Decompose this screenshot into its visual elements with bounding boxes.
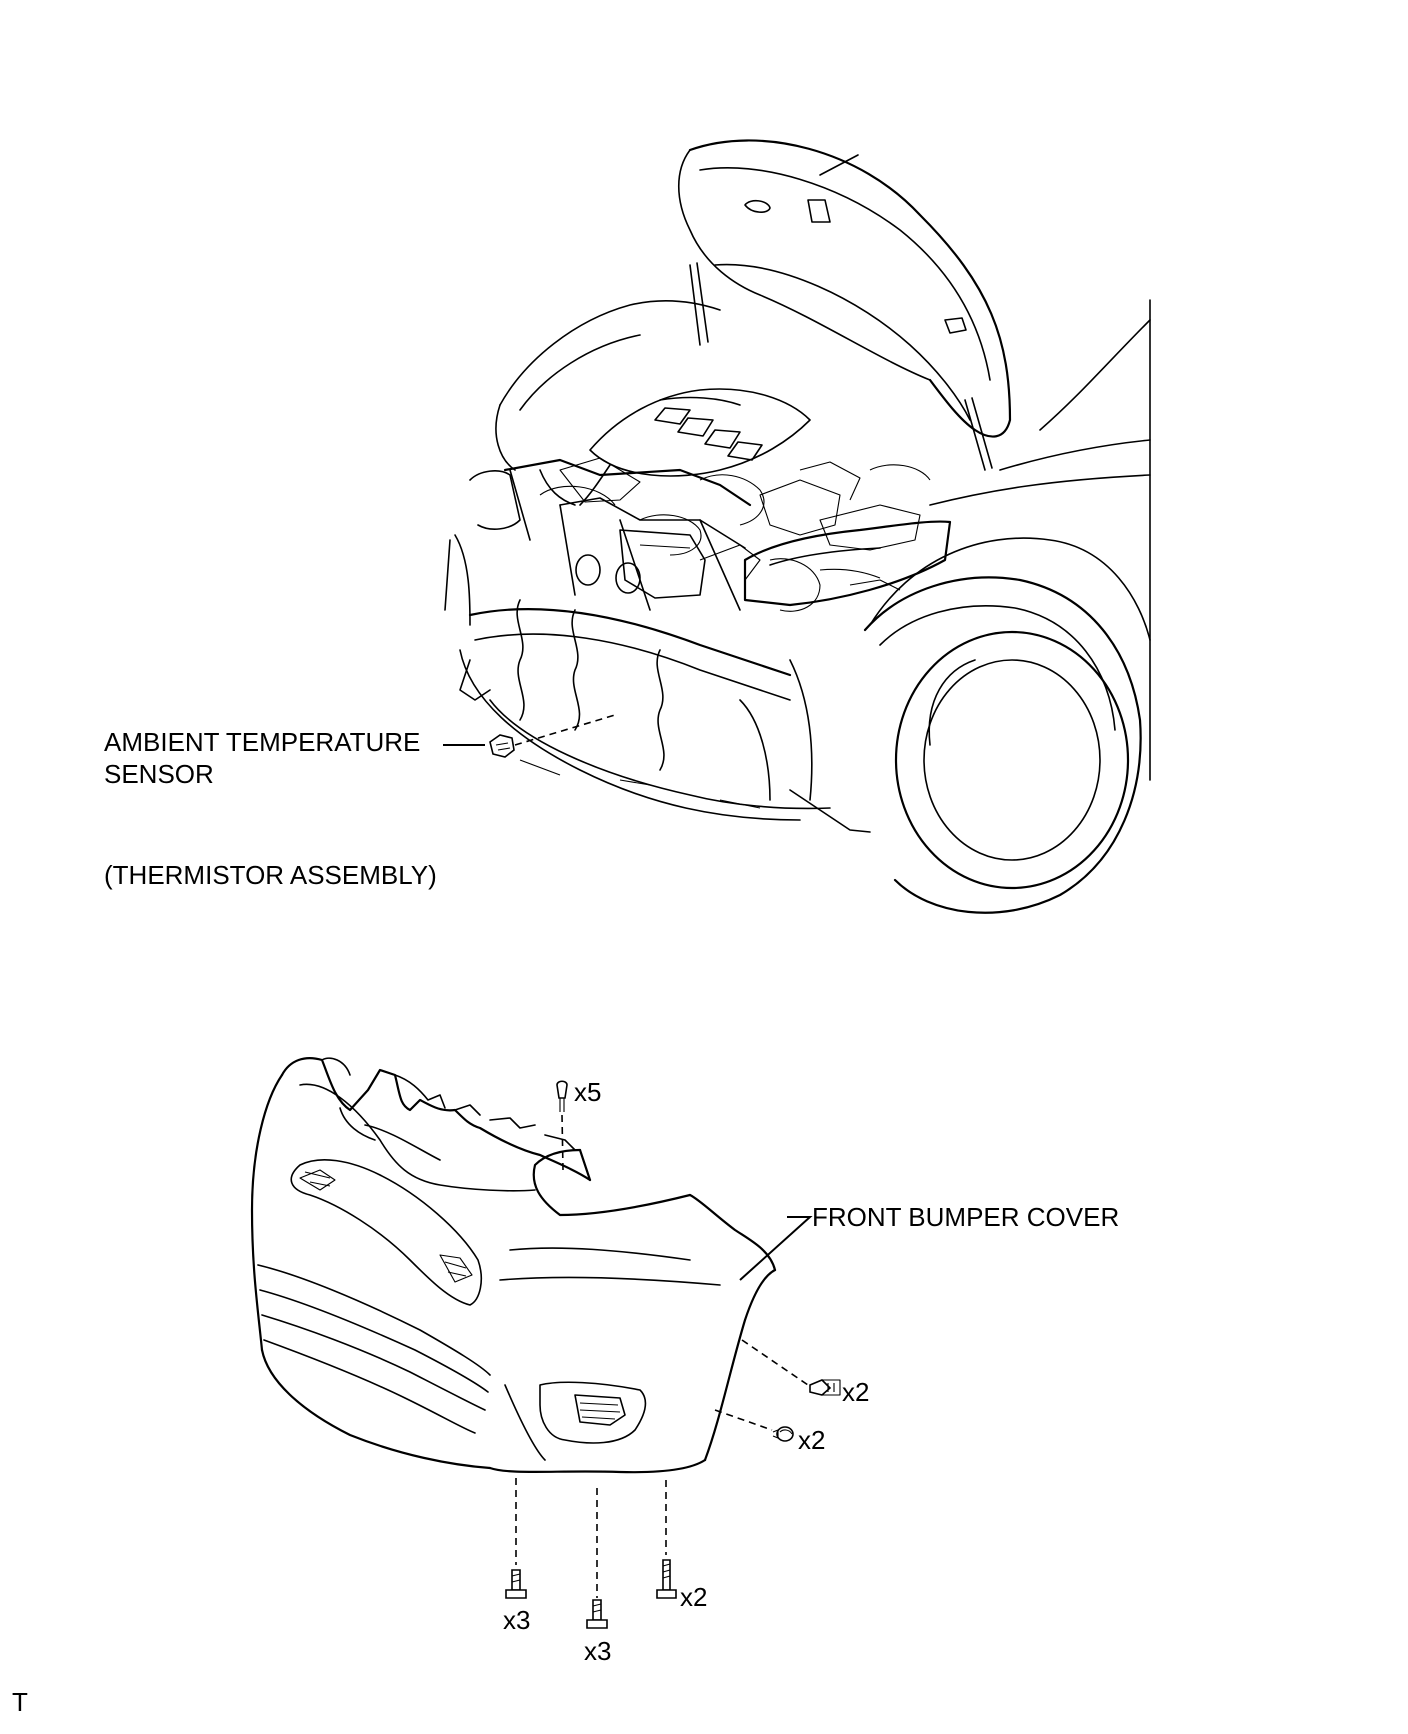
- thermistor-label: (THERMISTOR ASSEMBLY): [104, 860, 437, 890]
- screw-side-upper-quantity: x2: [842, 1377, 870, 1407]
- front-bumper-cover-illustration: [250, 1057, 841, 1629]
- screw-side-upper-part: [809, 1379, 841, 1396]
- screw-side-lower-quantity: x2: [798, 1425, 826, 1455]
- sensor-label-line1: AMBIENT TEMPERATURE: [104, 727, 421, 757]
- bolt-bottom-right-quantity: x2: [680, 1582, 708, 1612]
- clip-top-part: [556, 1080, 568, 1112]
- bolt-bottom-left-quantity: x3: [503, 1605, 531, 1635]
- clip-top-quantity: x5: [574, 1077, 602, 1107]
- sensor-label-line2: SENSOR: [104, 759, 214, 789]
- bolt-bottom-mid-part: [586, 1599, 608, 1629]
- bolt-bottom-left-part: [505, 1569, 527, 1599]
- bolt-bottom-mid-quantity: x3: [584, 1636, 612, 1666]
- screw-side-lower-part: [772, 1426, 794, 1442]
- front-bumper-cover-label: FRONT BUMPER COVER: [812, 1202, 1120, 1232]
- corner-mark-label: T: [12, 1687, 28, 1717]
- vehicle-front-illustration: [443, 139, 1151, 914]
- bolt-bottom-right-part: [656, 1559, 677, 1599]
- ambient-temperature-sensor-part: [489, 734, 515, 758]
